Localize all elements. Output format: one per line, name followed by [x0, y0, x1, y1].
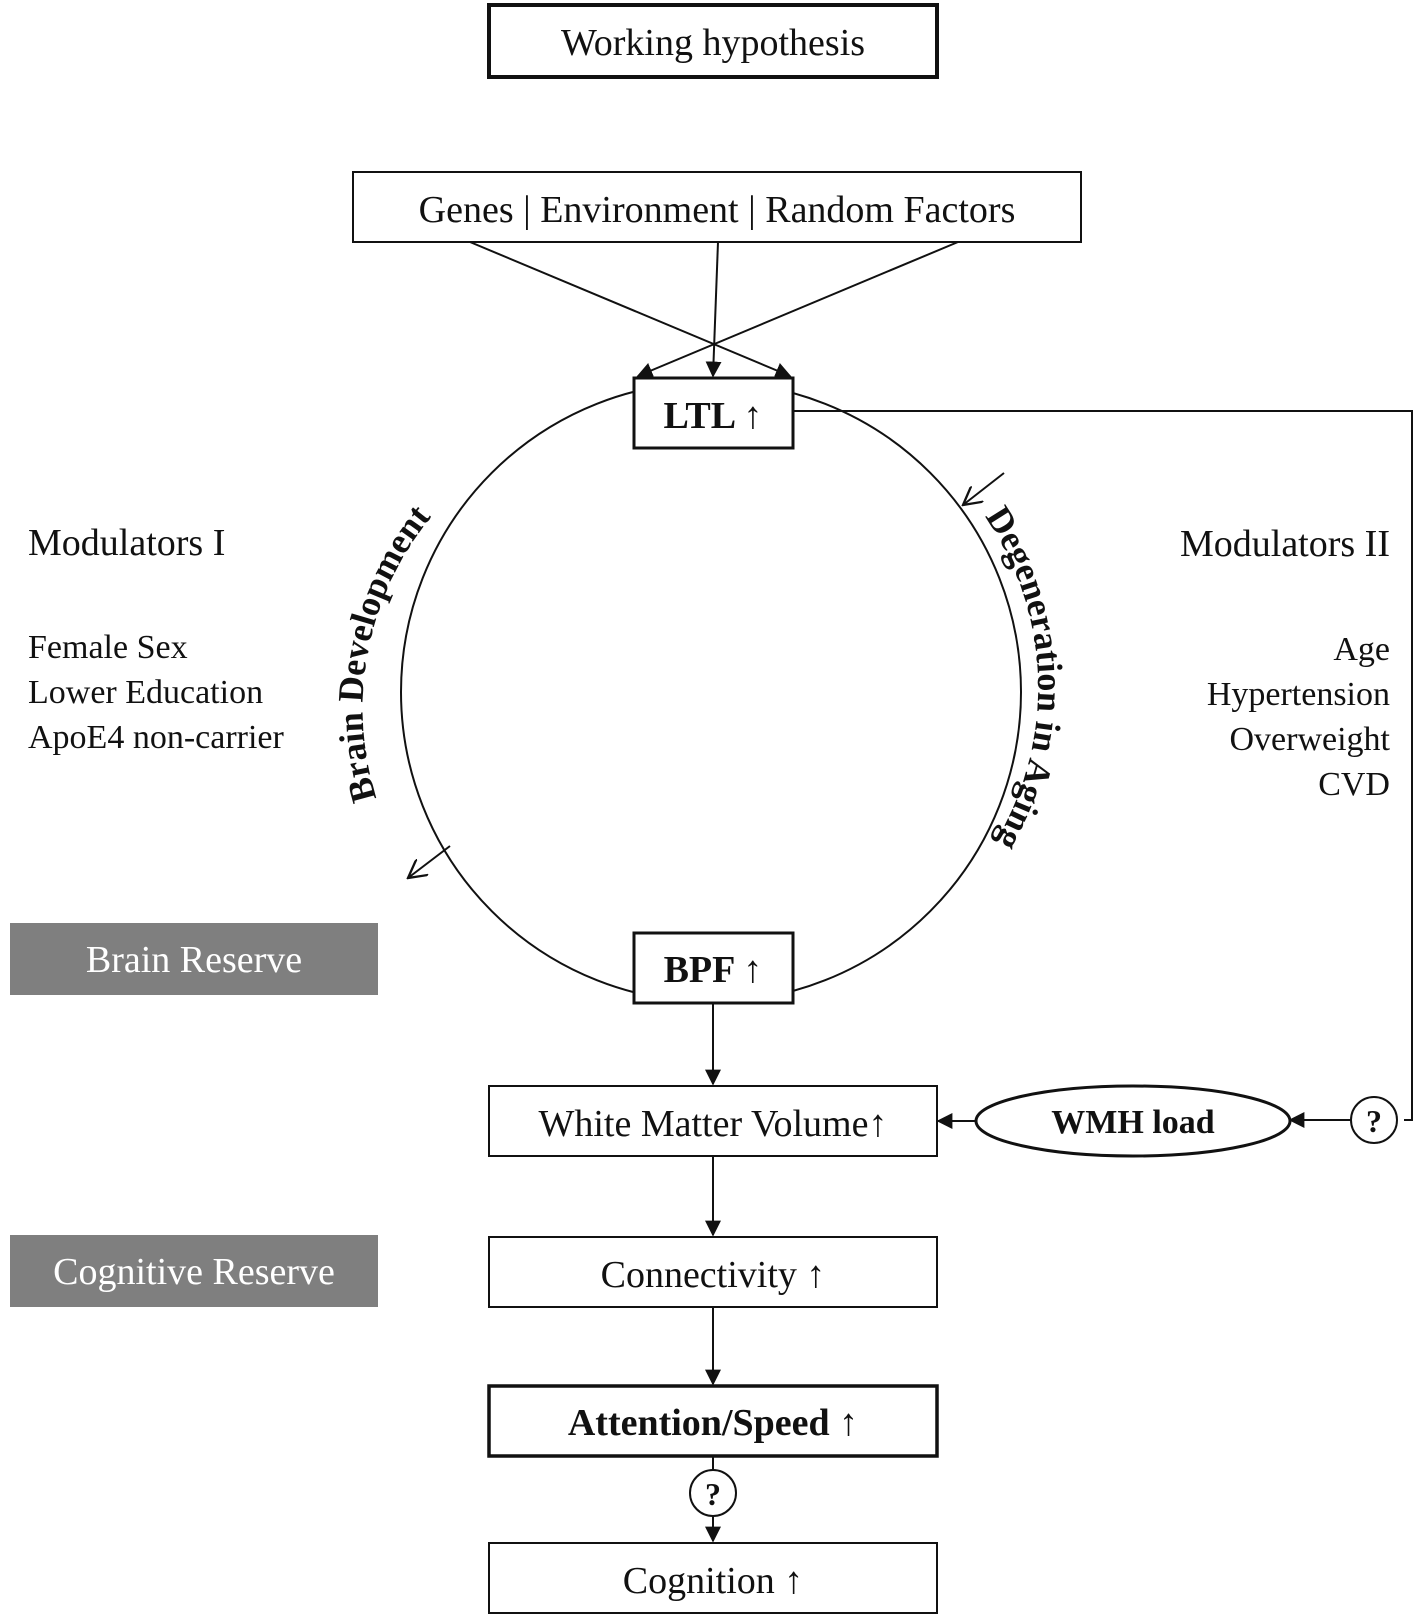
white-matter-text: White Matter Volume↑	[539, 1103, 888, 1145]
arrow-genes-to-ltl	[469, 241, 792, 378]
modulators-1-item: ApoE4 non-carrier	[28, 719, 285, 756]
wmh-ellipse: WMH load	[974, 1084, 1292, 1158]
modulators-2-item: Age	[1333, 631, 1390, 668]
connectivity-box: Connectivity ↑	[488, 1236, 938, 1308]
modulators-1-heading: Modulators I	[28, 522, 225, 564]
modulators-1-item: Lower Education	[28, 674, 263, 711]
bpf-box: BPF ↑	[632, 931, 795, 1005]
modulators-2-item: CVD	[1318, 766, 1390, 803]
title-text: Working hypothesis	[561, 22, 865, 64]
question-circle-bottom: ?	[689, 1469, 737, 1517]
question-circle-right: ?	[1350, 1096, 1398, 1144]
arrow-random-to-ltl	[636, 241, 959, 378]
modulators-1-item: Female Sex	[28, 629, 188, 666]
bpf-text: BPF ↑	[664, 949, 763, 991]
brain-reserve-text: Brain Reserve	[86, 939, 302, 981]
question-mark: ?	[1366, 1103, 1382, 1139]
attention-text: Attention/Speed ↑	[568, 1402, 858, 1444]
cycle-circle	[400, 381, 1022, 1003]
feedback-line	[793, 410, 1413, 1121]
factors-box: Genes | Environment | Random Factors	[352, 171, 1082, 243]
modulators-2-heading: Modulators II	[1180, 523, 1390, 565]
brain-reserve-label: Brain Reserve	[10, 923, 378, 995]
arrow-environment-to-ltl	[705, 241, 722, 378]
title-box: Working hypothesis	[487, 3, 939, 79]
modulators-1: Modulators I Female Sex Lower Education …	[28, 522, 285, 756]
cognitive-reserve-text: Cognitive Reserve	[53, 1251, 335, 1293]
connectivity-text: Connectivity ↑	[601, 1254, 826, 1296]
white-matter-box: White Matter Volume↑	[488, 1085, 938, 1157]
modulators-2-item: Hypertension	[1207, 676, 1390, 713]
modulators-2: Modulators II Age Hypertension Overweigh…	[1180, 523, 1391, 803]
modulators-2-item: Overweight	[1229, 721, 1390, 758]
factors-text: Genes | Environment | Random Factors	[419, 189, 1016, 231]
attention-box: Attention/Speed ↑	[487, 1384, 939, 1458]
arc-direction-arrow-left	[408, 845, 451, 878]
question-mark: ?	[705, 1476, 721, 1512]
cognitive-reserve-label: Cognitive Reserve	[10, 1235, 378, 1307]
ltl-text: LTL ↑	[664, 395, 763, 437]
cognition-box: Cognition ↑	[488, 1542, 938, 1614]
ltl-box: LTL ↑	[632, 376, 795, 450]
arc-direction-arrow-right	[963, 472, 1005, 505]
cognition-text: Cognition ↑	[623, 1560, 804, 1602]
wmh-text: WMH load	[1051, 1104, 1214, 1141]
arc-label-brain-development: Brain Development	[330, 497, 437, 807]
arc-label-degeneration: Degeneration in Aging	[978, 499, 1070, 858]
